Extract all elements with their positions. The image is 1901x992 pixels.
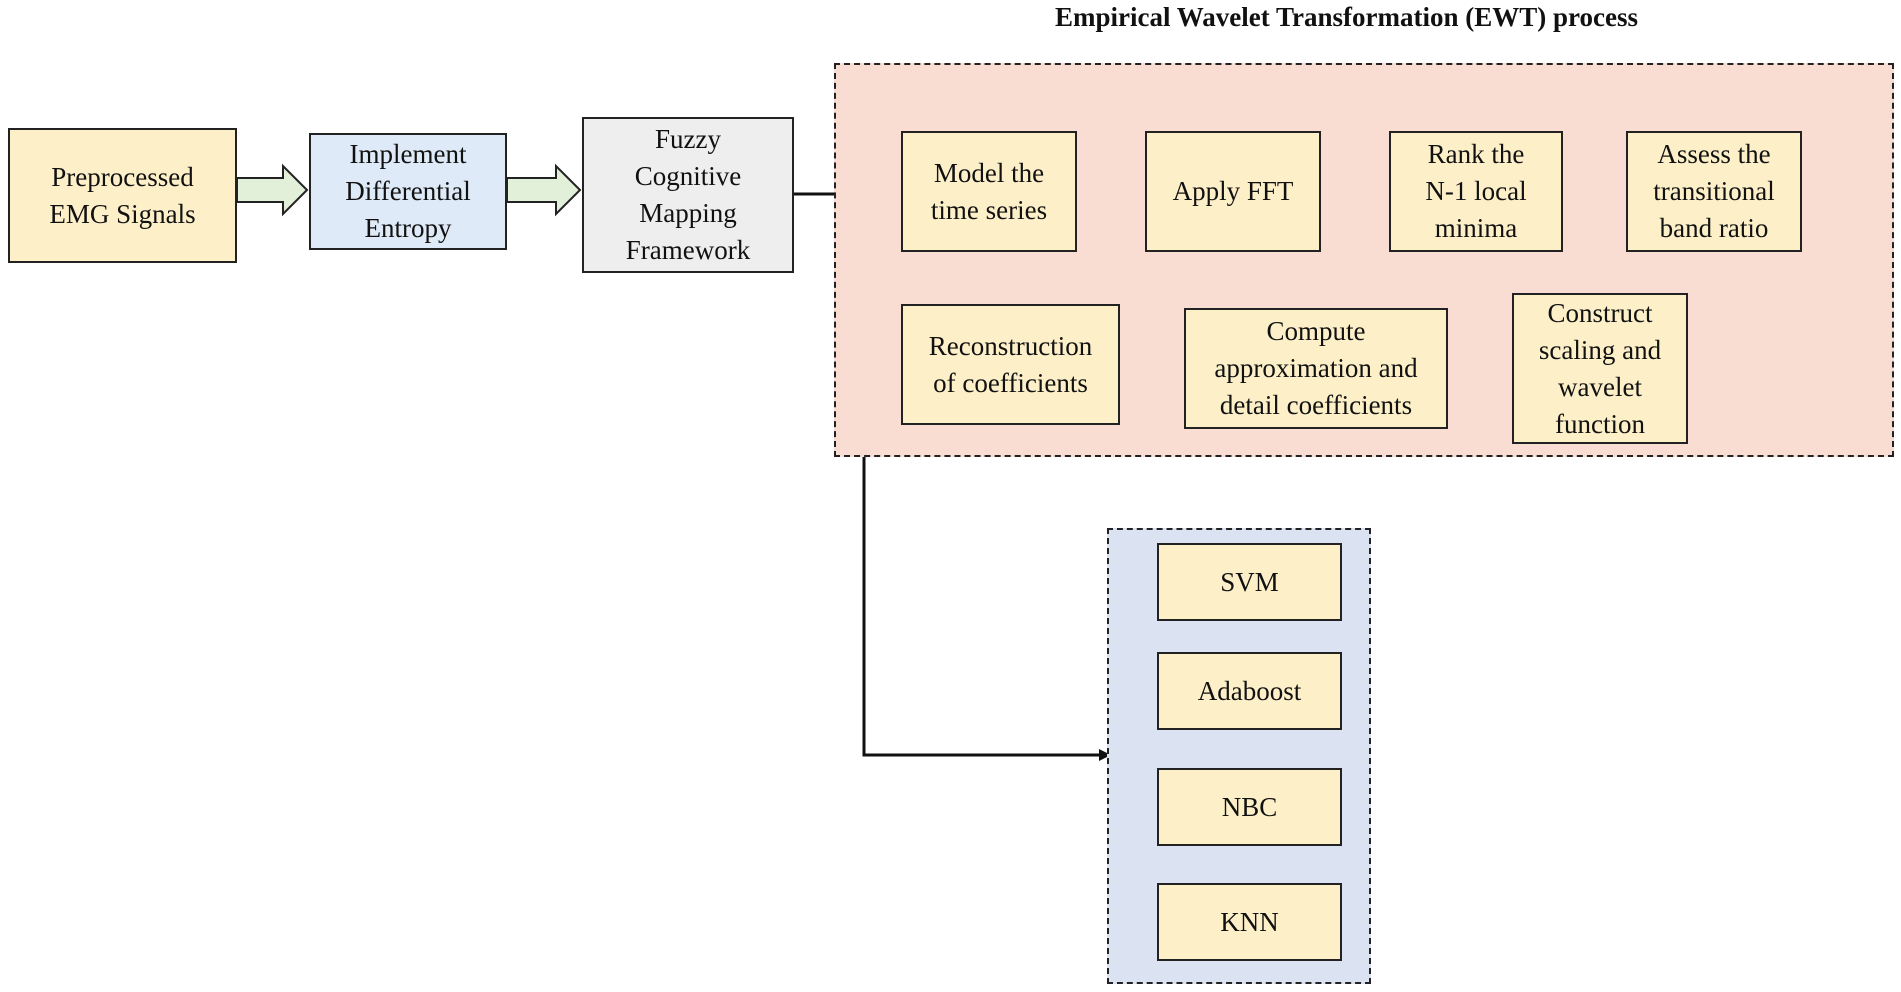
svm-box: SVM <box>1157 543 1342 621</box>
differential-entropy-box: Implement Differential Entropy <box>309 133 507 250</box>
assess-band-ratio-box: Assess the transitional band ratio <box>1626 131 1802 252</box>
preprocessed-emg-box: Preprocessed EMG Signals <box>8 128 237 263</box>
assess-band-ratio-label: Assess the transitional band ratio <box>1653 139 1775 243</box>
nbc-label: NBC <box>1221 791 1278 822</box>
model-time-series-box: Model the time series <box>901 131 1077 252</box>
fcm-framework-label: Fuzzy Cognitive Mapping Framework <box>625 124 751 265</box>
compute-coefficients-box: Compute approximation and detail coeffic… <box>1184 308 1448 429</box>
ewt-title: Empirical Wavelet Transformation (EWT) p… <box>1055 2 1638 32</box>
apply-fft-box: Apply FFT <box>1145 131 1321 252</box>
knn-box: KNN <box>1157 883 1342 961</box>
rank-minima-label: Rank the N-1 local minima <box>1425 139 1527 243</box>
model-time-series-label: Model the time series <box>930 157 1048 225</box>
preprocessed-emg-label: Preprocessed EMG Signals <box>49 161 196 229</box>
block-arrow-to-entropy <box>236 163 309 217</box>
reconstruction-box: Reconstruction of coefficients <box>901 304 1120 425</box>
fcm-framework-box: Fuzzy Cognitive Mapping Framework <box>582 117 794 273</box>
knn-label: KNN <box>1220 906 1279 937</box>
apply-fft-label: Apply FFT <box>1172 176 1294 206</box>
block-arrow-to-fcm <box>506 163 582 217</box>
construct-functions-label: Construct scaling and wavelet function <box>1538 297 1662 439</box>
svm-label: SVM <box>1220 566 1279 597</box>
adaboost-box: Adaboost <box>1157 652 1342 730</box>
construct-functions-box: Construct scaling and wavelet function <box>1512 293 1688 444</box>
reconstruction-label: Reconstruction of coefficients <box>928 330 1093 398</box>
differential-entropy-label: Implement Differential Entropy <box>345 139 471 243</box>
compute-coefficients-label: Compute approximation and detail coeffic… <box>1214 316 1418 420</box>
adaboost-label: Adaboost <box>1197 675 1302 706</box>
rank-minima-box: Rank the N-1 local minima <box>1389 131 1563 252</box>
nbc-box: NBC <box>1157 768 1342 846</box>
